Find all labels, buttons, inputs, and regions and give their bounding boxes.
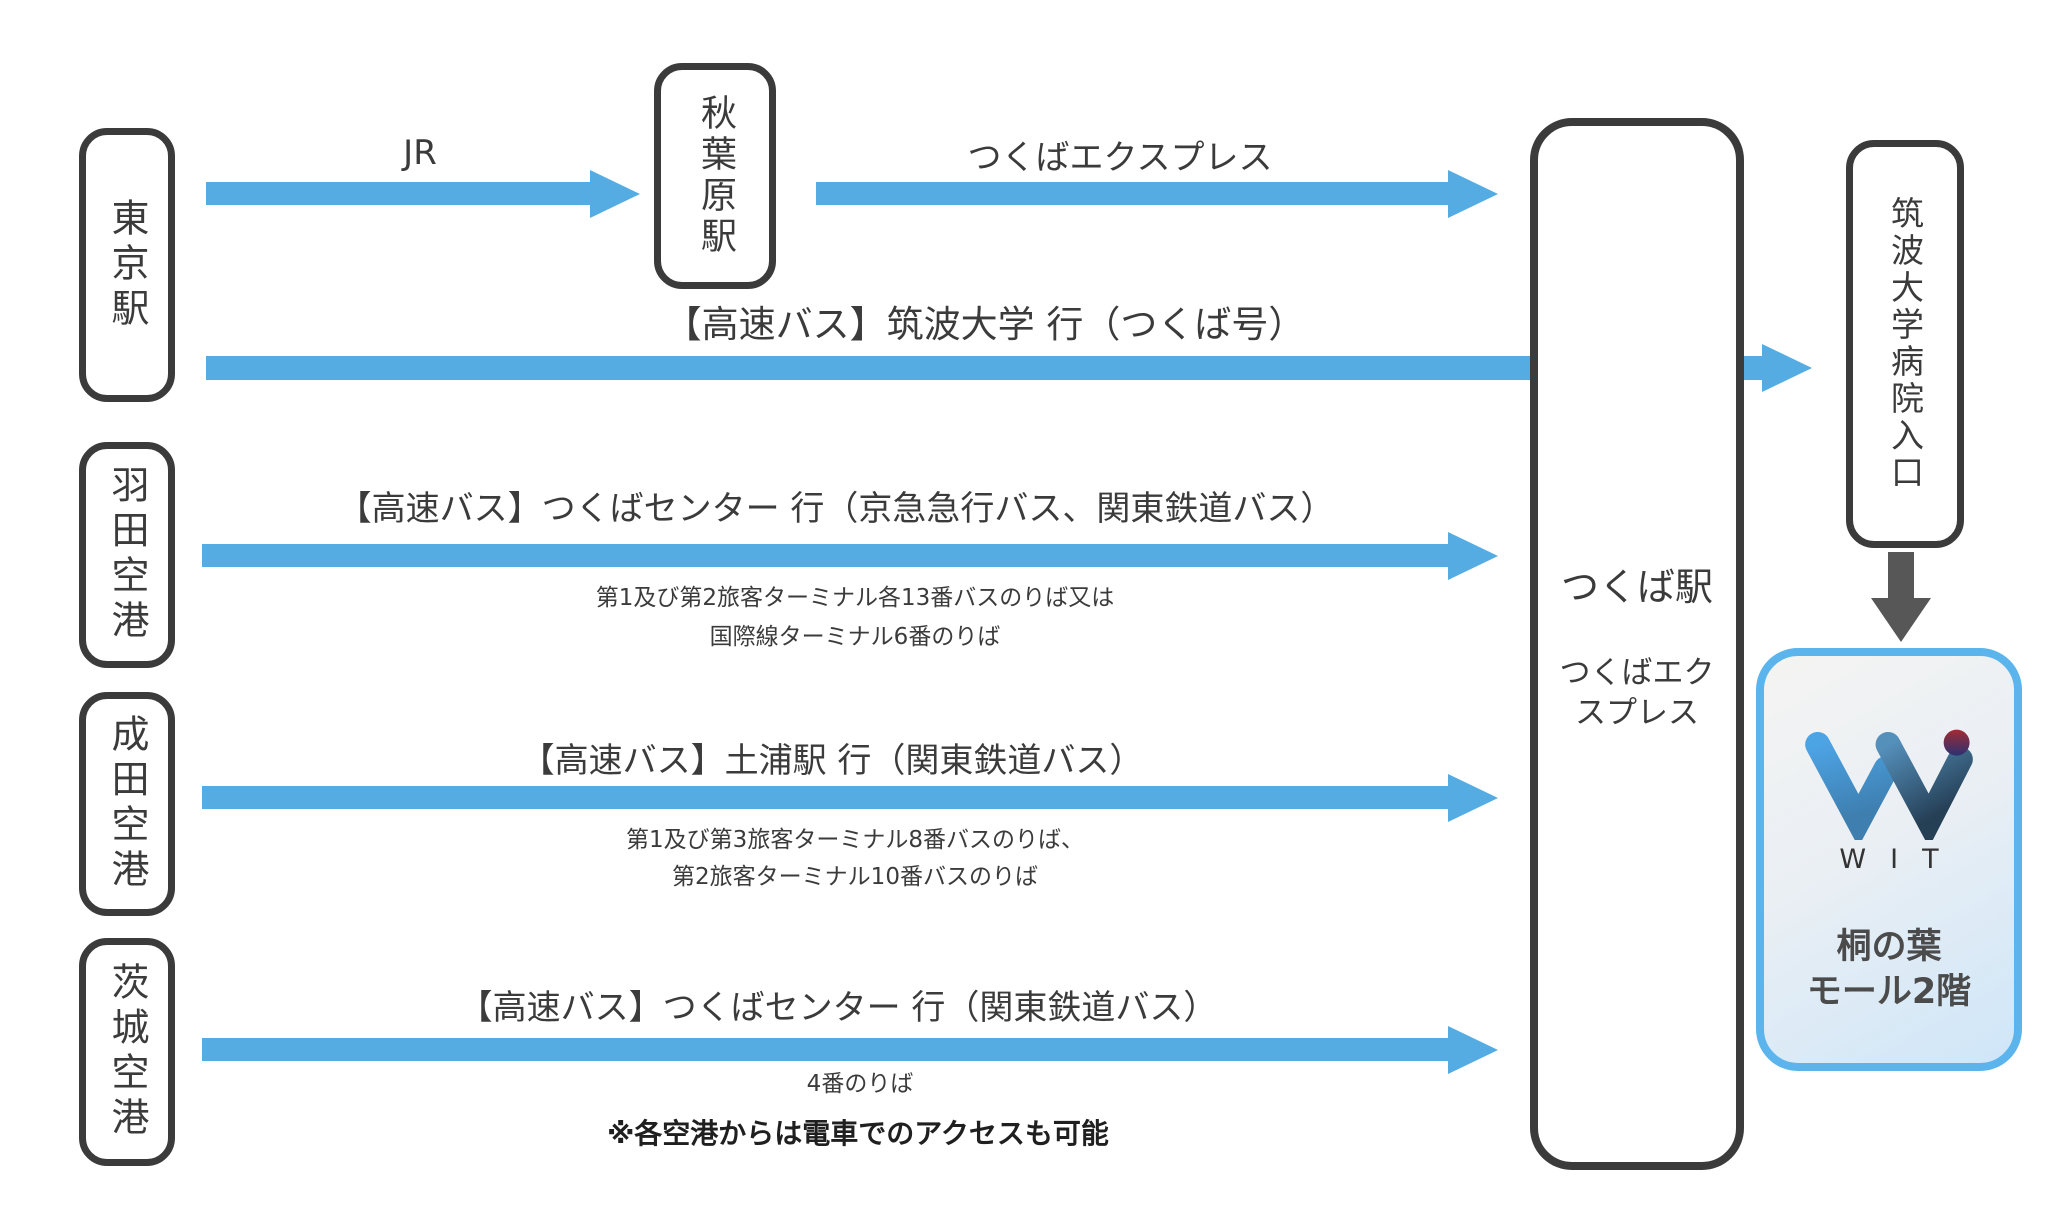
haneda-bus-arrowhead-icon xyxy=(1448,532,1498,580)
node-tsukuba-station: つくば駅 つくばエクスプレス xyxy=(1530,118,1744,1170)
wit-logo-icon xyxy=(1801,724,1977,848)
destination-card: WIT 桐の葉 モール2階 xyxy=(1756,648,2022,1071)
haneda-airport-label: 羽田空港 xyxy=(105,465,149,645)
narita-airport-label: 成田空港 xyxy=(105,714,149,894)
tsukubago-route-label: 【高速バス】筑波大学 行（つくば号） xyxy=(664,303,1306,346)
down-arrow-shaft xyxy=(1888,552,1914,602)
node-akihabara-station: 秋葉原駅 xyxy=(654,63,776,289)
hospital-entrance-label: 筑波大学病院入口 xyxy=(1885,196,1925,492)
haneda-route-note-1: 第1及び第2旅客ターミナル各13番バスのりば又は xyxy=(595,585,1115,611)
destination-location-line2: モール2階 xyxy=(1806,972,1972,1012)
narita-bus-arrow xyxy=(202,786,1450,809)
wit-wordmark: WIT xyxy=(1839,844,1963,875)
narita-route-label: 【高速バス】土浦駅 行（関東鉄道バス） xyxy=(520,741,1144,781)
node-haneda-airport: 羽田空港 xyxy=(79,442,175,668)
tsukubago-bus-arrow xyxy=(206,356,1764,380)
jr-route-label: JR xyxy=(403,133,437,173)
jr-arrowhead-icon xyxy=(590,170,640,218)
node-hospital-entrance-stop: 筑波大学病院入口 xyxy=(1846,140,1964,548)
narita-route-note-2: 第2旅客ターミナル10番バスのりば xyxy=(672,864,1038,890)
tsukubago-bus-arrowhead-icon xyxy=(1762,344,1812,392)
akihabara-station-label: 秋葉原駅 xyxy=(695,94,736,258)
tsukuba-express-route-label: つくばエクスプレス xyxy=(967,138,1273,178)
down-arrowhead-icon xyxy=(1871,598,1931,642)
destination-location: 桐の葉 モール2階 xyxy=(1807,925,1971,1015)
node-ibaraki-airport: 茨城空港 xyxy=(79,938,175,1166)
tsukuba-station-subtitle: つくばエクスプレス xyxy=(1559,654,1715,731)
footnote-text: ※各空港からは電車でのアクセスも可能 xyxy=(607,1117,1109,1150)
destination-location-line1: 桐の葉 xyxy=(1836,927,1942,967)
ibaraki-route-label: 【高速バス】つくばセンター 行（関東鉄道バス） xyxy=(458,988,1218,1028)
narita-route-note-1: 第1及び第3旅客ターミナル8番バスのりば、 xyxy=(626,827,1084,853)
node-narita-airport: 成田空港 xyxy=(79,692,175,916)
tsukuba-express-arrowhead-icon xyxy=(1448,170,1498,218)
jr-arrow xyxy=(206,182,592,205)
node-tokyo-station: 東京駅 xyxy=(79,128,175,402)
tsukuba-express-arrow xyxy=(816,182,1450,205)
tokyo-station-label: 東京駅 xyxy=(105,197,149,333)
ibaraki-airport-label: 茨城空港 xyxy=(105,962,149,1142)
ibaraki-route-note-1: 4番のりば xyxy=(806,1071,914,1097)
ibaraki-bus-arrowhead-icon xyxy=(1448,1026,1498,1074)
haneda-bus-arrow xyxy=(202,544,1450,567)
tsukuba-station-label: つくば駅 xyxy=(1560,564,1713,609)
haneda-route-note-2: 国際線ターミナル6番のりば xyxy=(709,624,1001,650)
haneda-route-label: 【高速バス】つくばセンター 行（京急急行バス、関東鉄道バス） xyxy=(337,489,1335,529)
ibaraki-bus-arrow xyxy=(202,1038,1450,1061)
narita-bus-arrowhead-icon xyxy=(1448,774,1498,822)
